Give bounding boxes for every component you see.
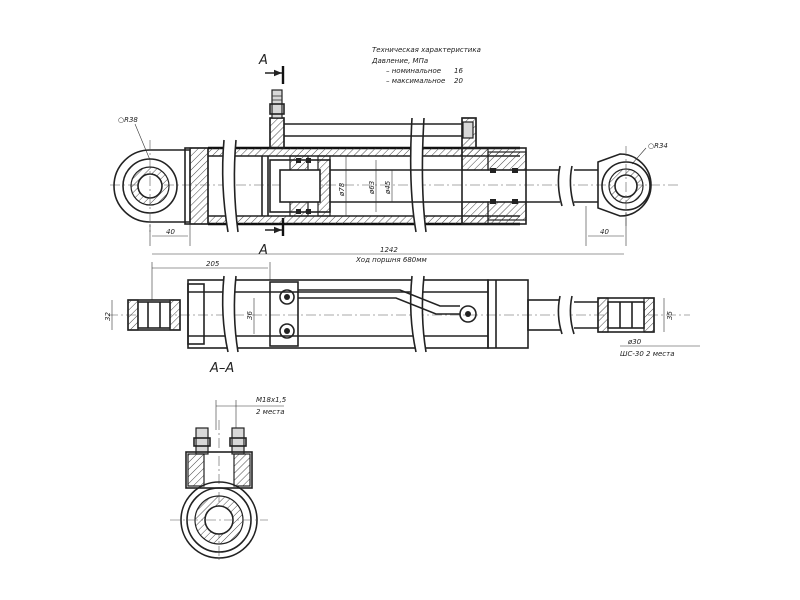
dim-d63: ø63 <box>368 181 376 195</box>
dim-left-40: 40 <box>166 228 175 236</box>
dim-d78: ø78 <box>338 182 346 197</box>
dim-32: 32 <box>104 312 112 321</box>
dim-1242: 1242 <box>380 246 398 254</box>
spec-nominal-value: 16 <box>454 67 463 75</box>
section-mark-bottom-label: А <box>258 243 268 258</box>
oil-pipe <box>269 89 477 149</box>
dim-d45: ø45 <box>384 180 392 195</box>
dim-right-40: 40 <box>600 228 609 236</box>
left-eye: ○R38 <box>113 116 191 232</box>
section-title: А–А <box>209 361 234 376</box>
dim-d30: ø30 <box>627 338 642 346</box>
section-a-a-view: А–А M18х1,5 2 места <box>170 361 287 560</box>
right-eye: ○R34 <box>597 142 668 226</box>
dim-r38: ○R38 <box>118 116 138 124</box>
dim-r34: ○R34 <box>648 142 668 150</box>
front-head <box>461 147 527 225</box>
dim-thread-count: 2 места <box>256 408 284 416</box>
spec-title: Техническая характеристика <box>372 46 481 54</box>
section-mark-top: А А <box>258 53 285 258</box>
section-mark-top-label: А <box>258 53 268 68</box>
dim-35: 35 <box>666 311 674 320</box>
dim-36: 36 <box>246 311 254 320</box>
spec-nominal-label: – номинальное <box>386 67 441 75</box>
external-view: 205 32 36 <box>104 260 700 358</box>
spec-pressure: Давление, МПа <box>371 57 428 65</box>
dim-thread: M18х1,5 <box>256 396 287 404</box>
spec-maximum-value: 20 <box>454 77 463 85</box>
piston <box>261 155 331 217</box>
spec-maximum-label: – максимальное <box>386 77 445 85</box>
top-sectional-view: ○R38 <box>110 89 680 264</box>
dim-bearing: ШС-30 2 места <box>620 350 675 358</box>
dim-stroke: Ход поршня 680мм <box>355 256 428 264</box>
dim-205: 205 <box>206 260 220 268</box>
spec-block: Техническая характеристика Давление, МПа… <box>371 46 481 85</box>
